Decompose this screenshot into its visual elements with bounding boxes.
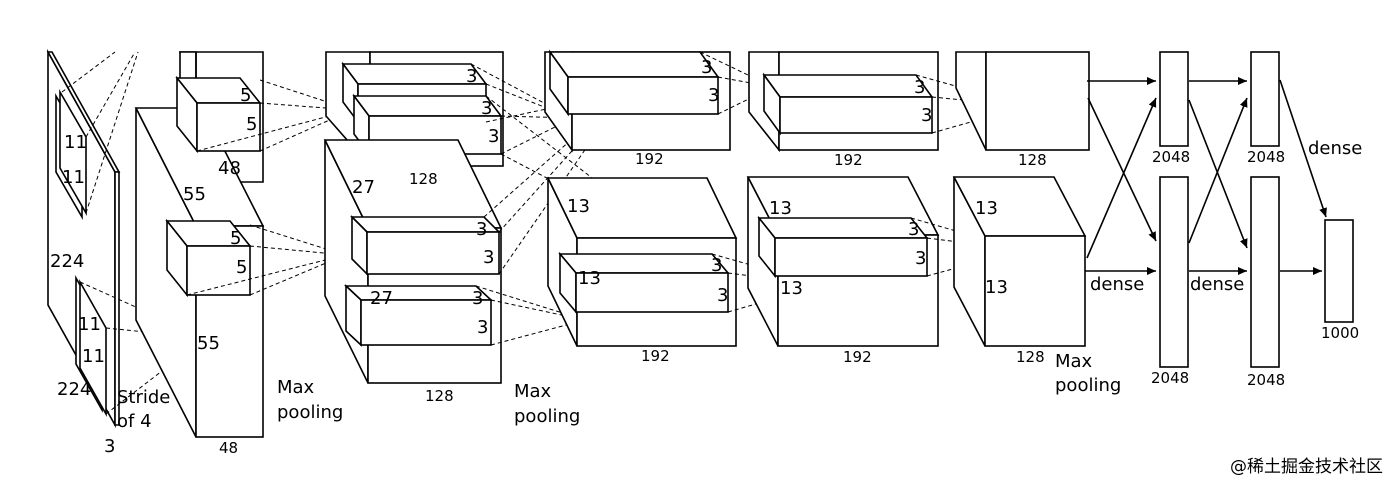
fc-connections <box>1085 77 1327 275</box>
conv2-depth-top-label: 128 <box>409 170 438 188</box>
conv5-size-label: 13 <box>975 198 998 219</box>
dense-label-2: dense <box>1190 274 1244 295</box>
conv3-k4-label: 3 <box>717 285 728 306</box>
conv4-size-label: 13 <box>769 198 792 219</box>
input-layer <box>46 48 121 429</box>
conv3-size2-label: 13 <box>578 268 601 289</box>
conv3-k1-label: 3 <box>701 57 712 78</box>
conv4-k2-label: 3 <box>921 105 932 126</box>
conv1-kernel-a1-label: 5 <box>240 85 251 106</box>
conv2-k4-label: 3 <box>476 219 487 240</box>
fc2-top-bar <box>1250 51 1280 147</box>
conv3-k2-label: 3 <box>708 85 719 106</box>
fc2-bottom-label: 2048 <box>1247 371 1285 389</box>
conv3-depth-bottom-label: 192 <box>641 347 670 365</box>
input-height-label: 224 <box>50 251 84 272</box>
conv2-depth-bottom-label: 128 <box>425 387 454 405</box>
conv4-layer <box>746 51 940 347</box>
conv5-layer <box>952 51 1090 347</box>
conv4-depth-bottom-label: 192 <box>843 348 872 366</box>
conv2-k7-label: 3 <box>477 317 488 338</box>
conv3-depth-top-label: 192 <box>635 150 664 168</box>
conv4-depth-top-label: 192 <box>834 151 863 169</box>
fc-layers <box>1159 51 1354 368</box>
conv1-depth-top-label: 48 <box>218 158 241 179</box>
conv1-kernel-b2-label: 5 <box>236 257 247 278</box>
input-kernel2-w-label: 11 <box>82 346 105 367</box>
conv1-kernel-a2-label: 5 <box>246 114 257 135</box>
dense-label-1: dense <box>1090 274 1144 295</box>
conv1-size-a-label: 55 <box>183 184 206 205</box>
conv3-size-label: 13 <box>567 196 590 217</box>
conv1-size-b-label: 55 <box>197 333 220 354</box>
output-label: 1000 <box>1321 324 1359 342</box>
fc1-bottom-bar <box>1159 176 1189 368</box>
conv4-k1-label: 3 <box>914 77 925 98</box>
watermark-text: @稀土掘金技术社区 <box>1230 457 1383 477</box>
conv3-k3-label: 3 <box>711 255 722 276</box>
conv3-layer <box>544 49 738 347</box>
input-width-label: 224 <box>57 379 91 400</box>
input-kernel-h-label: 11 <box>64 132 87 153</box>
dense-label-3: dense <box>1308 138 1362 159</box>
conv2-k1-label: 3 <box>466 66 477 87</box>
conv4-k4-label: 3 <box>915 248 926 269</box>
conv4-k3-label: 3 <box>908 219 919 240</box>
conv2-k2-label: 3 <box>481 98 492 119</box>
fc1-top-label: 2048 <box>1152 148 1190 166</box>
conv2-layer <box>323 51 504 384</box>
conv1-kernel-b1-label: 5 <box>230 228 241 249</box>
conv1-layer <box>134 51 265 438</box>
fc2-bottom-bar <box>1250 176 1280 368</box>
conv5-depth-top-label: 128 <box>1018 151 1047 169</box>
input-kernel-w-label: 11 <box>62 167 85 188</box>
conv5-size2-label: 13 <box>985 277 1008 298</box>
conv2-k6-label: 3 <box>472 288 483 309</box>
input-kernel2-h-label: 11 <box>78 314 101 335</box>
conv2-k3-label: 3 <box>488 126 499 147</box>
conv2-size-b-label: 27 <box>370 288 393 309</box>
conv5-depth-bottom-label: 128 <box>1016 348 1045 366</box>
input-depth-label: 3 <box>104 436 115 457</box>
fc2-top-label: 2048 <box>1247 148 1285 166</box>
conv1-depth-bottom-label: 48 <box>219 439 238 457</box>
fc1-bottom-label: 2048 <box>1151 369 1189 387</box>
conv4-size2-label: 13 <box>780 278 803 299</box>
conv2-k5-label: 3 <box>483 247 494 268</box>
fc1-top-bar <box>1159 51 1189 147</box>
output-bar <box>1324 219 1354 323</box>
conv2-size-a-label: 27 <box>352 177 375 198</box>
